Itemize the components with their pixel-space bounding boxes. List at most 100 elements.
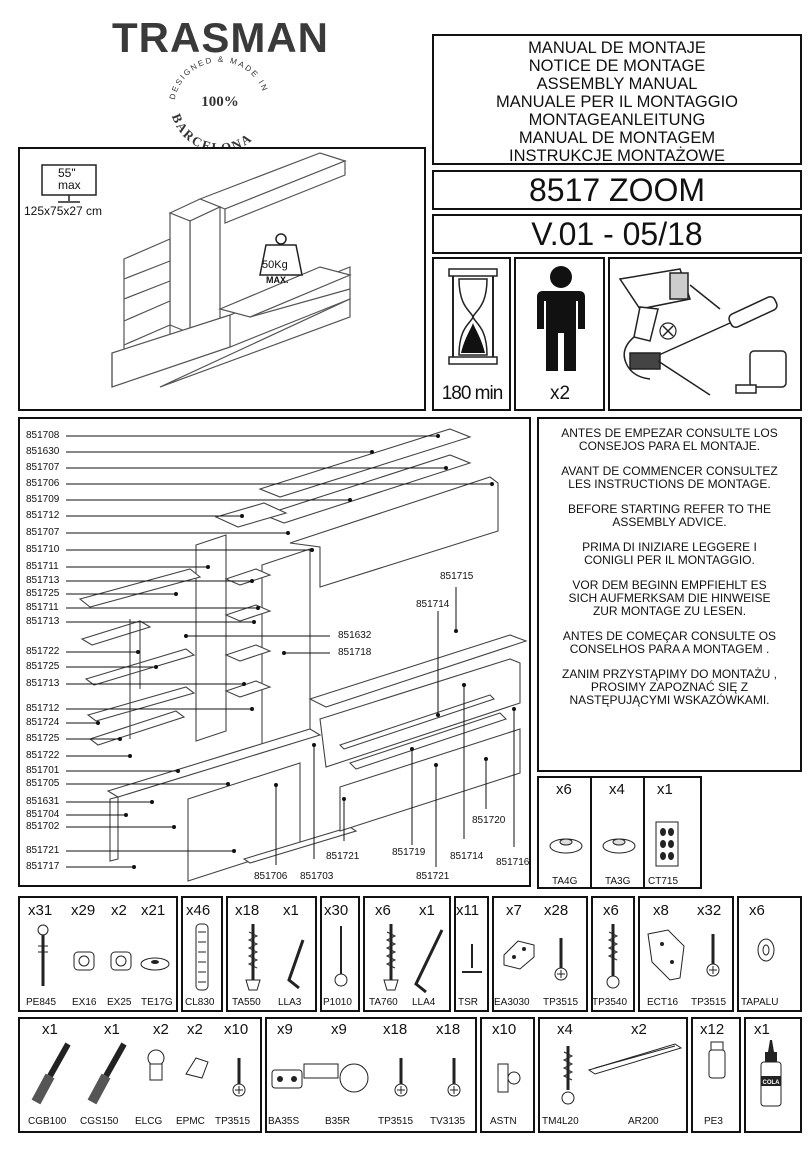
advice-text: AVANT DE COMMENCER CONSULTEZ LES INSTRUC… (561, 464, 778, 491)
hw-code: EX25 (107, 997, 132, 1008)
hw-qty: x29 (71, 902, 96, 919)
part-label: 851721 (326, 851, 360, 862)
title-line: MANUAL DE MONTAGEM (518, 129, 716, 147)
assembly-advice: ANTES DE EMPEZAR CONSULTE LOS CONSEJOS P… (537, 417, 802, 772)
hw-group (363, 896, 451, 1012)
weight-max: MAX. (266, 275, 289, 285)
title-line: MONTAGEANLEITUNG (528, 111, 706, 129)
part-label: 851725 (26, 733, 60, 744)
glue-bottle-icon: COLA (760, 1040, 782, 1107)
part-label: 851711 (26, 602, 59, 613)
hw-code: BA35S (268, 1116, 300, 1127)
hw-qty: x6 (375, 902, 391, 919)
advice-text: PRIMA DI INIZIARE LEGGERE I CONIGLI PER … (582, 540, 757, 567)
cap-icon (549, 838, 583, 854)
part-label: 851721 (416, 871, 450, 882)
tv-max: max (58, 178, 81, 192)
hw-qty: x32 (697, 902, 722, 919)
plug-icon (708, 1041, 726, 1079)
hw-code: ELCG (135, 1116, 163, 1127)
washer-icon (757, 938, 775, 962)
tv-size: 55" (58, 166, 76, 180)
hw-code: TA3G (605, 876, 631, 887)
part-label: 851724 (26, 717, 60, 728)
part-label: 851715 (440, 571, 474, 582)
hw-qty: x4 (609, 781, 625, 798)
hw-group (737, 896, 802, 1012)
screw-icon (232, 1058, 246, 1097)
tack-icon (462, 944, 482, 973)
hw-code: EA3030 (494, 997, 530, 1008)
hw-qty: x1 (754, 1021, 770, 1038)
hw-qty: x30 (324, 902, 349, 919)
hw-code: TSR (458, 997, 478, 1008)
brand-logo: TRASMAN (112, 14, 329, 61)
dimensions: 125x75x27 cm (24, 204, 103, 218)
hw-code: TP3515 (378, 1116, 414, 1127)
anchor-icon (497, 1063, 521, 1093)
hw-code: CT715 (648, 876, 679, 887)
advice-text: BEFORE STARTING REFER TO THE ASSEMBLY AD… (568, 502, 771, 529)
hw-code: TE17G (141, 997, 173, 1008)
product-overview: 55" max 125x75x27 cm (18, 147, 426, 411)
hw-code: TA760 (369, 997, 398, 1008)
title-line: MANUALE PER IL MONTAGGIO (495, 93, 739, 111)
title-line: ASSEMBLY MANUAL (536, 75, 698, 93)
screw-icon (394, 1058, 408, 1097)
hw-qty: x2 (631, 1021, 647, 1038)
hw-code: TV3135 (430, 1116, 466, 1127)
part-label: 851721 (26, 845, 60, 856)
hw-code: EPMC (176, 1116, 205, 1127)
hw-code: TP3515 (543, 997, 579, 1008)
part-label: 851719 (392, 847, 426, 858)
part-label: 851712 (26, 510, 60, 521)
hw-qty: x18 (235, 902, 260, 919)
weight-icon (259, 233, 303, 276)
hw-qty: x12 (700, 1021, 725, 1038)
part-label: 851631 (26, 796, 60, 807)
hourglass-icon (448, 268, 498, 365)
ball-stud-icon (147, 1049, 165, 1081)
advice-text: ANTES DE EMPEZAR CONSULTE LOS CONSEJOS P… (561, 426, 778, 453)
hw-code: ECT16 (647, 997, 679, 1008)
advice-text: ZANIM PRZYSTĄPIMY DO MONTAŻU , PROSIMY Z… (562, 667, 777, 707)
screw-icon (383, 924, 399, 991)
hw-group (226, 896, 317, 1012)
hw-code: P1010 (323, 997, 352, 1008)
screw-icon (606, 924, 620, 989)
version-label: V.01 - 05/18 (432, 214, 802, 254)
part-label: 851725 (26, 661, 60, 672)
allen-key-icon (287, 939, 305, 990)
part-label: 851707 (26, 462, 60, 473)
allen-key-icon (414, 929, 444, 994)
hw-code: AR200 (628, 1116, 659, 1127)
hw-qty: x4 (557, 1021, 573, 1038)
hw-code: TAPALU (741, 997, 779, 1008)
tools-box (608, 257, 802, 411)
title-line: NOTICE DE MONTAGE (528, 57, 706, 75)
persons-box: x2 (514, 257, 605, 411)
part-label: 851717 (26, 861, 60, 872)
screw-icon (554, 938, 568, 981)
weight-value: 50Kg (262, 259, 288, 271)
hw-code: TA550 (232, 997, 261, 1008)
part-label: 851725 (26, 588, 60, 599)
nail-icon (334, 926, 348, 987)
barcelona-seal: DESIGNED & MADE IN 100% BARCELONA (168, 55, 268, 155)
furniture-drawing (111, 152, 352, 388)
hw-qty: x18 (383, 1021, 408, 1038)
wood-dowel-icon (195, 923, 209, 991)
part-label: 851704 (26, 809, 60, 820)
part-label: 851706 (254, 871, 288, 882)
hw-code: TP3540 (592, 997, 628, 1008)
screw-icon (706, 934, 720, 977)
part-label: 851705 (26, 778, 60, 789)
seal-mid-text: 100% (201, 94, 239, 110)
part-label: 851722 (26, 750, 60, 761)
hw-qty: x6 (603, 902, 619, 919)
hw-qty: x1 (283, 902, 299, 919)
part-label: 851701 (26, 765, 60, 776)
hw-code: CGS150 (80, 1116, 119, 1127)
template-card-icon (655, 821, 679, 867)
part-label: 851702 (26, 821, 60, 832)
